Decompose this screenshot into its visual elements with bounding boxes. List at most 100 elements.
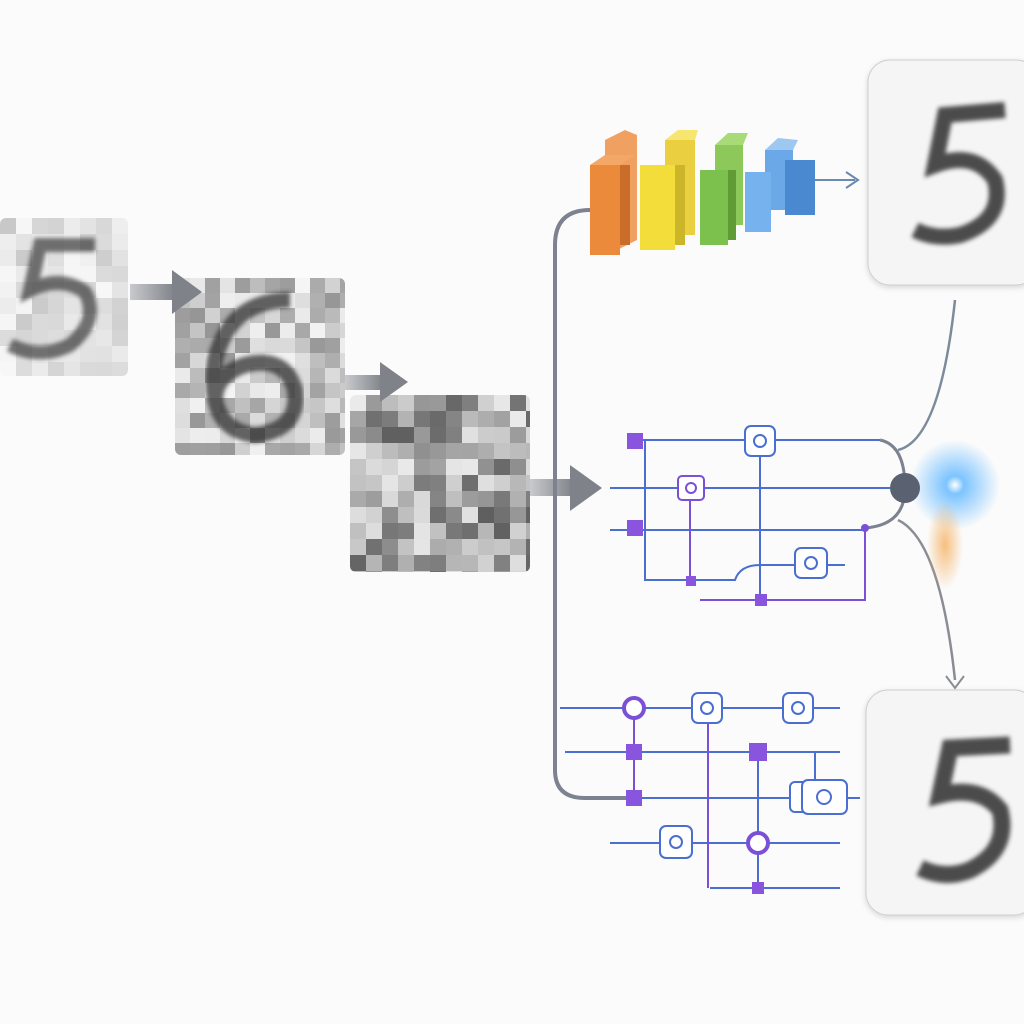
pixel-cell bbox=[175, 383, 190, 398]
blue-glow bbox=[910, 440, 1000, 530]
pixel-cell bbox=[265, 443, 280, 455]
pixel-cell bbox=[340, 368, 345, 383]
pixel-cell bbox=[350, 507, 366, 523]
pixel-cell bbox=[398, 427, 414, 443]
pixel-cell bbox=[96, 330, 112, 346]
pixel-cell bbox=[340, 443, 345, 455]
pixel-cell bbox=[462, 411, 478, 427]
rotation-gate-icon bbox=[691, 692, 723, 724]
pixel-cell bbox=[340, 353, 345, 368]
pixel-cell bbox=[64, 218, 80, 234]
pixel-cell bbox=[112, 250, 128, 266]
pixel-cell bbox=[350, 475, 366, 491]
pixel-cell bbox=[510, 507, 526, 523]
pixel-cell bbox=[205, 308, 220, 323]
pixel-cell bbox=[350, 571, 366, 572]
pixel-cell bbox=[112, 234, 128, 250]
pixel-cell bbox=[310, 278, 325, 293]
cnn-layer-yellow bbox=[640, 130, 698, 250]
pixel-cell bbox=[310, 398, 325, 413]
pixel-cell bbox=[16, 298, 32, 314]
pixel-cell bbox=[366, 411, 382, 427]
pixel-cell bbox=[112, 314, 128, 330]
pixel-cell bbox=[64, 298, 80, 314]
pixel-cell bbox=[235, 383, 250, 398]
pixel-cell bbox=[398, 539, 414, 555]
pixel-cell bbox=[414, 571, 430, 572]
pixel-cell bbox=[205, 428, 220, 443]
pixel-cell bbox=[80, 266, 96, 282]
pixel-cell bbox=[32, 314, 48, 330]
pixel-cell bbox=[382, 555, 398, 571]
pixel-cell bbox=[325, 308, 340, 323]
pixel-cell bbox=[340, 338, 345, 353]
pixel-cell bbox=[430, 443, 446, 459]
pixel-cell bbox=[310, 443, 325, 455]
pixel-cell bbox=[235, 398, 250, 413]
pixel-cell bbox=[310, 308, 325, 323]
pixel-cell bbox=[414, 539, 430, 555]
pixel-cell bbox=[190, 353, 205, 368]
pixel-cell bbox=[175, 353, 190, 368]
pixel-cell bbox=[510, 459, 526, 475]
pixel-cell bbox=[478, 427, 494, 443]
quantum-circuit-2 bbox=[560, 692, 860, 894]
pixel-cell bbox=[112, 362, 128, 376]
pixel-cell bbox=[430, 411, 446, 427]
pixel-cell bbox=[430, 459, 446, 475]
pixel-cell bbox=[32, 362, 48, 376]
pixel-cell bbox=[462, 427, 478, 443]
pixel-cell bbox=[526, 555, 530, 571]
pixel-cell bbox=[462, 539, 478, 555]
pixel-cell bbox=[382, 443, 398, 459]
pixel-cell bbox=[494, 571, 510, 572]
pixel-cell bbox=[96, 250, 112, 266]
pixel-cell bbox=[250, 278, 265, 293]
pixel-cell bbox=[175, 428, 190, 443]
pixel-cell bbox=[398, 459, 414, 475]
pixel-cell bbox=[325, 398, 340, 413]
pixel-cell bbox=[340, 398, 345, 413]
pixel-cell bbox=[430, 507, 446, 523]
pixel-cell bbox=[494, 459, 510, 475]
pixel-cell bbox=[462, 395, 478, 411]
pixel-cell bbox=[325, 443, 340, 455]
pixel-cell bbox=[0, 282, 16, 298]
cnn-layer-blocks-icon bbox=[590, 130, 815, 255]
pixel-cell bbox=[510, 411, 526, 427]
pixel-cell bbox=[494, 411, 510, 427]
pixel-cell bbox=[414, 459, 430, 475]
pixel-cell bbox=[414, 411, 430, 427]
pixel-cell bbox=[462, 491, 478, 507]
pixel-cell bbox=[32, 218, 48, 234]
pixel-cell bbox=[398, 475, 414, 491]
pixel-cell bbox=[250, 368, 265, 383]
pixel-cell bbox=[96, 298, 112, 314]
pixel-cell bbox=[310, 428, 325, 443]
pixel-cell bbox=[478, 395, 494, 411]
gate-square bbox=[752, 882, 764, 894]
pixel-cell bbox=[325, 323, 340, 338]
gate-square bbox=[686, 576, 696, 586]
pixel-cell bbox=[462, 459, 478, 475]
pixel-cell bbox=[398, 571, 414, 572]
gate-square bbox=[627, 433, 643, 449]
pixel-cell bbox=[526, 395, 530, 411]
pixel-cell bbox=[382, 507, 398, 523]
pixel-cell bbox=[462, 571, 478, 572]
rotation-gate-icon bbox=[744, 425, 776, 457]
pixel-cell bbox=[64, 314, 80, 330]
gate-square bbox=[627, 520, 643, 536]
pixel-cell bbox=[414, 475, 430, 491]
pixel-cell bbox=[398, 507, 414, 523]
pixel-cell bbox=[265, 323, 280, 338]
rotation-gate-icon bbox=[659, 825, 693, 859]
pixel-cell bbox=[112, 298, 128, 314]
pixel-cell bbox=[220, 293, 235, 308]
pixel-cell bbox=[325, 383, 340, 398]
pixel-cell bbox=[96, 314, 112, 330]
pixel-cell bbox=[325, 293, 340, 308]
pixel-cell bbox=[250, 383, 265, 398]
pixel-cell bbox=[350, 459, 366, 475]
pixel-cell bbox=[340, 278, 345, 293]
